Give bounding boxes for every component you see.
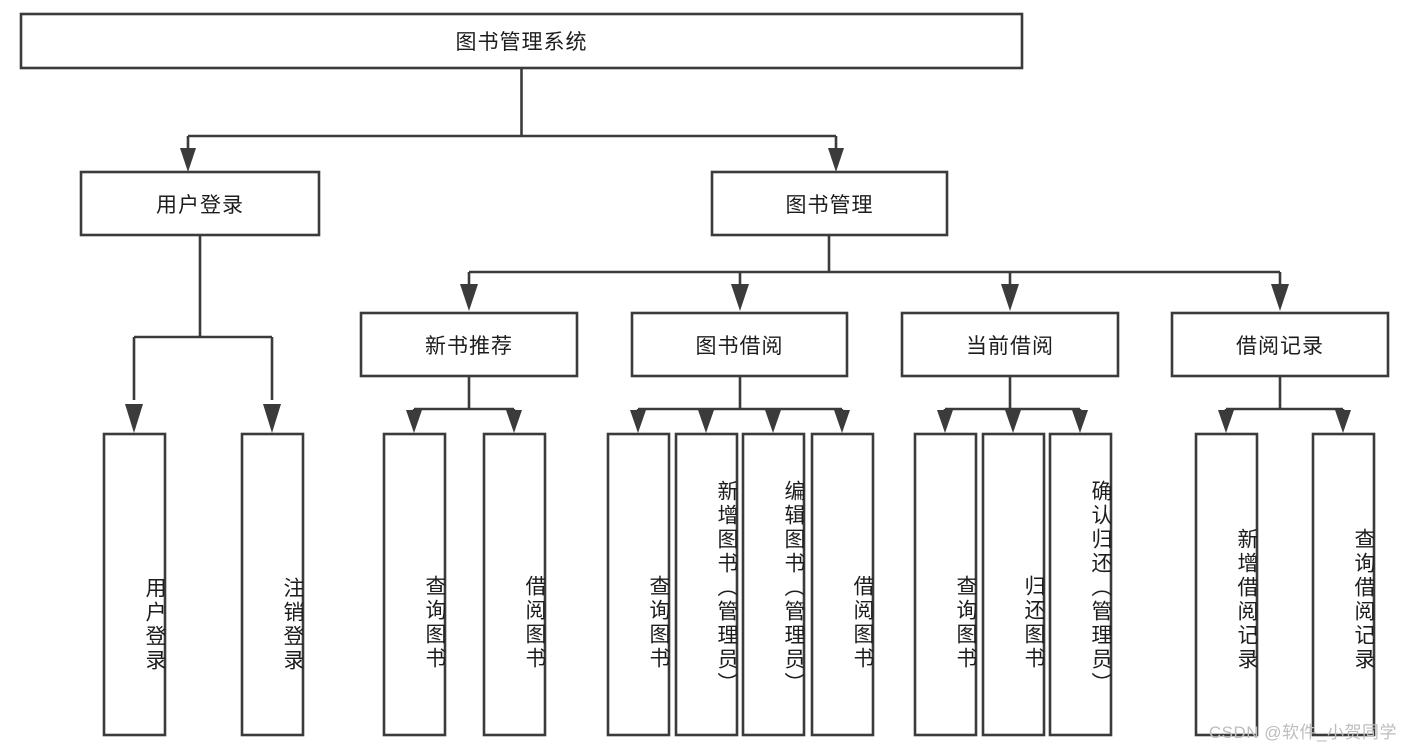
node-box-current-borrow bbox=[900, 311, 1120, 378]
node-box-leaf-query-book-2 bbox=[606, 432, 671, 737]
node-box-leaf-query-book-1 bbox=[382, 432, 447, 737]
node-box-leaf-user-login bbox=[102, 432, 167, 737]
node-box-book-borrow bbox=[630, 311, 849, 378]
node-box-leaf-borrow-book-1 bbox=[482, 432, 547, 737]
node-box-leaf-borrow-book-2 bbox=[810, 432, 875, 737]
connector-bookmanage-to-level2 bbox=[460, 235, 1289, 311]
connector-newbook-to-leaves bbox=[406, 376, 522, 433]
connector-root-to-level1 bbox=[180, 68, 844, 172]
connector-bookborrow-to-leaves bbox=[630, 376, 850, 433]
node-box-new-book-recommend bbox=[359, 311, 579, 378]
node-box-leaf-query-book-3 bbox=[913, 432, 978, 737]
node-box-leaf-confirm-return bbox=[1048, 432, 1113, 737]
node-box-user-login bbox=[79, 170, 321, 237]
node-box-leaf-add-book bbox=[674, 432, 739, 737]
node-box-book-manage bbox=[710, 170, 949, 237]
node-box-leaf-edit-book bbox=[741, 432, 806, 737]
node-box-borrow-record bbox=[1170, 311, 1390, 378]
connector-userlogin-to-leaves bbox=[125, 235, 281, 433]
node-box-leaf-logout-login bbox=[240, 432, 305, 737]
node-box-leaf-query-record bbox=[1311, 432, 1376, 737]
connector-borrowrecord-to-leaves bbox=[1218, 376, 1351, 433]
connector-currentborrow-to-leaves bbox=[937, 376, 1088, 433]
node-box-root bbox=[19, 12, 1024, 70]
node-box-leaf-return-book bbox=[981, 432, 1046, 737]
node-box-leaf-add-record bbox=[1194, 432, 1259, 737]
